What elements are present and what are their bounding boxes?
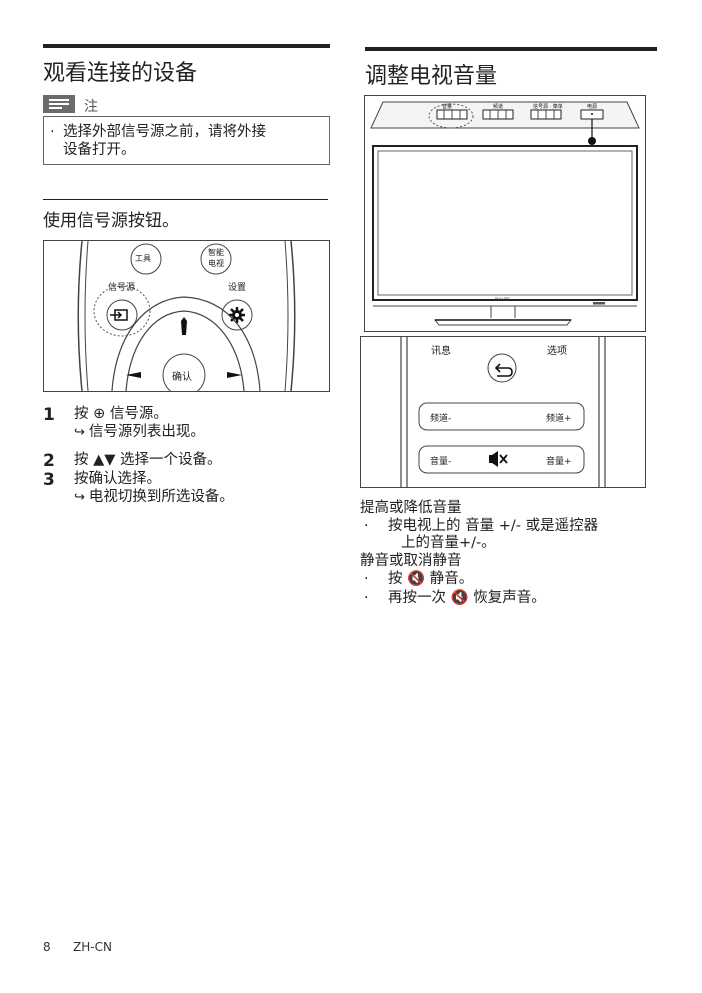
tv-volume-group-label: 音量 (442, 104, 453, 110)
note-text-line1: 选择外部信号源之前，请将外接 (63, 124, 266, 140)
step-number: 1 (43, 405, 55, 425)
subsection-title: 使用信号源按钮。 (43, 211, 179, 231)
remote-illustration-volume: 讯息 选项 频道- 频道+ 音量- 音量+ (360, 336, 646, 488)
locale-code: ZH-CN (73, 940, 112, 954)
bullet-mark: · (364, 571, 369, 587)
tv-channel-group-label: 频道 (493, 104, 504, 110)
volume-instruction-line2: 上的音量+/-。 (401, 535, 496, 551)
step-number: 3 (43, 470, 55, 490)
section-title-left: 观看连接的设备 (43, 61, 198, 86)
subsection-rule (43, 199, 328, 200)
result-arrow-icon: ↪ (74, 425, 85, 440)
volume-instruction-line1: 按电视上的 音量 +/- 或是遥控器 (388, 518, 599, 534)
remote-volume-plus-label: 音量+ (546, 457, 572, 467)
note-box: · 选择外部信号源之前，请将外接 设备打开。 (43, 116, 330, 165)
tv-brand-logo: PHILIPS (495, 297, 510, 302)
step-text: 按 ▲▼ 选择一个设备。 (74, 452, 222, 468)
mute-heading: 静音或取消静音 (360, 553, 462, 569)
remote-smart-tv-label1: 智能 (208, 248, 224, 257)
page-number: 8 (43, 940, 51, 954)
step-2: 2 按 ▲▼ 选择一个设备。 (43, 451, 333, 471)
mute-instruction: 按 🔇 静音。 (388, 571, 474, 587)
step-number: 2 (43, 451, 55, 471)
tv-source-menu-group-label: 信号源 · 菜单 (533, 104, 563, 110)
tv-illustration: 音量 频道 信号源 · 菜单 电源 PHILIPS (364, 95, 646, 332)
remote-ok-label: 确认 (172, 372, 192, 383)
remote-channel-plus-label: 频道+ (546, 414, 572, 424)
remote-smart-tv-label2: 电视 (208, 259, 224, 268)
section-rule (365, 47, 657, 51)
note-text-line2: 设备打开。 (63, 142, 136, 158)
remote-tools-label: 工具 (135, 254, 151, 263)
steps-list: 1 按 ⊕ 信号源。 ↪信号源列表出现。 2 按 ▲▼ 选择一个设备。 3 按确… (43, 405, 333, 508)
remote-channel-minus-label: 频道- (430, 414, 452, 424)
result-arrow-icon: ↪ (74, 490, 85, 505)
remote-info-label: 讯息 (431, 346, 451, 357)
note-bullet: · (50, 124, 55, 140)
step-result: ↪信号源列表出现。 (74, 424, 205, 440)
unmute-instruction: 再按一次 🔇 恢复声音。 (388, 590, 546, 606)
section-title-right: 调整电视音量 (365, 64, 498, 89)
step-text: 按 ⊕ 信号源。 (74, 406, 168, 422)
note-icon (43, 95, 75, 113)
step-3: 3 按确认选择。 ↪电视切换到所选设备。 (43, 470, 333, 508)
bullet-mark: · (364, 518, 369, 534)
remote-source-label: 信号源 (108, 283, 136, 293)
note-label: 注 (84, 99, 98, 115)
remote-settings-label: 设置 (228, 283, 247, 293)
step-text: 按确认选择。 (74, 471, 161, 487)
section-rule (43, 44, 330, 48)
bullet-mark: · (364, 590, 369, 606)
step-1: 1 按 ⊕ 信号源。 ↪信号源列表出现。 (43, 405, 333, 443)
remote-options-label: 选项 (547, 346, 567, 357)
tv-power-group-label: 电源 (587, 104, 598, 110)
step-result: ↪电视切换到所选设备。 (74, 489, 234, 505)
remote-volume-minus-label: 音量- (430, 457, 452, 467)
remote-illustration-source: 工具 智能 电视 信号源 设置 确认 (43, 240, 330, 392)
volume-heading: 提高或降低音量 (360, 500, 462, 516)
